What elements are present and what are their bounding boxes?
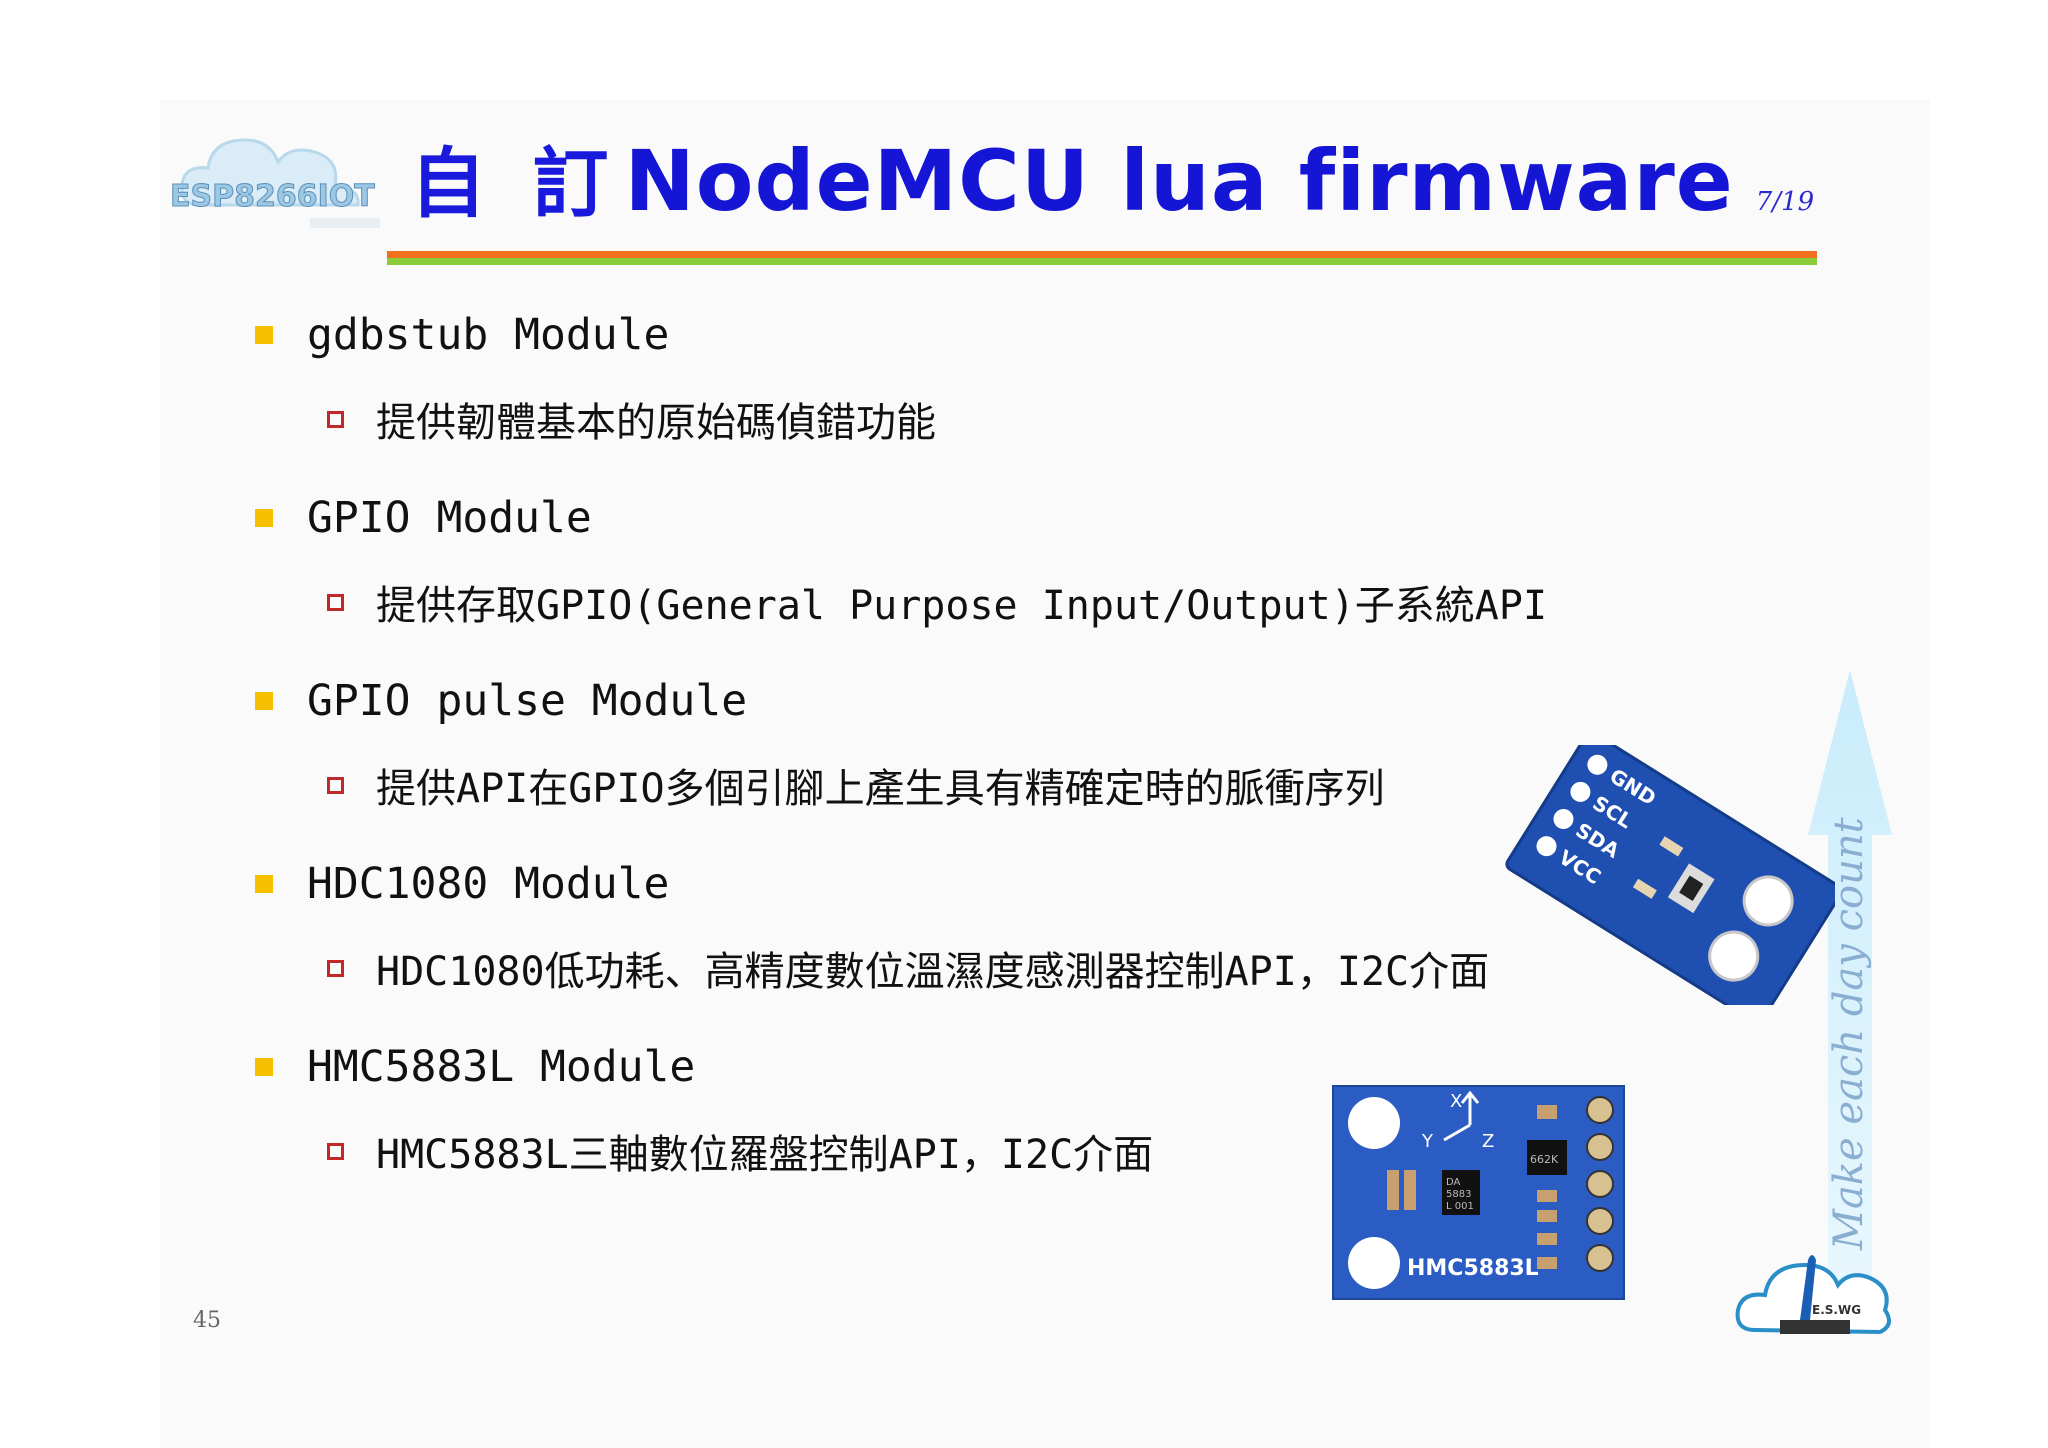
bullet-list: gdbstub Module 提供韌體基本的原始碼偵錯功能 GPIO Modul… [255, 300, 1655, 1215]
axis-y-label: Y [1421, 1131, 1434, 1152]
yellow-square-bullet-icon [255, 326, 273, 344]
axis-z-label: Z [1482, 1131, 1494, 1152]
item-description: 提供韌體基本的原始碼偵錯功能 [376, 400, 936, 446]
title-rule-orange [387, 251, 1817, 258]
logo-text: ESP8266IOT [170, 179, 375, 214]
item-description: HDC1080低功耗、高精度數位溫濕度感測器控制API，I2C介面 [376, 949, 1490, 995]
page-indicator: 7/19 [1755, 187, 1815, 217]
item-heading: GPIO pulse Module [307, 676, 748, 726]
hmc5883l-board-image: X Y Z 662K DA 5883 L 001 HMC5883L [1332, 1085, 1625, 1300]
hdc1080-board-image: GND SCL SDA VCC [1505, 745, 1835, 1005]
item-description: 提供API在GPIO多個引腳上產生具有精確定時的脈衝序列 [376, 766, 1385, 812]
board-label: HMC5883L [1407, 1256, 1539, 1281]
list-item: GPIO Module 提供存取GPIO(General Purpose Inp… [255, 483, 1655, 666]
chip-mark-5883: 5883 [1446, 1189, 1471, 1200]
list-item: GPIO pulse Module 提供API在GPIO多個引腳上產生具有精確定… [255, 666, 1655, 849]
slide-number: 45 [193, 1308, 221, 1333]
list-item: HDC1080 Module HDC1080低功耗、高精度數位溫濕度感測器控制A… [255, 849, 1655, 1032]
title-rule-green [387, 258, 1817, 265]
yellow-square-bullet-icon [255, 692, 273, 710]
esp8266iot-logo: ESP8266IOT [170, 138, 380, 228]
red-hollow-square-bullet-icon [327, 959, 344, 977]
list-item: gdbstub Module 提供韌體基本的原始碼偵錯功能 [255, 300, 1655, 483]
page-title: 自 訂 NodeMCU lua firmware 7/19 [410, 122, 1815, 230]
yellow-square-bullet-icon [255, 1058, 273, 1076]
eswg-cloud-logo: E.S.WG [1735, 1255, 1891, 1335]
yellow-square-bullet-icon [255, 509, 273, 527]
item-heading: GPIO Module [307, 493, 592, 543]
red-hollow-square-bullet-icon [327, 410, 344, 428]
item-description: 提供存取GPIO(General Purpose Input/Output)子系… [376, 583, 1548, 629]
yellow-square-bullet-icon [255, 875, 273, 893]
item-heading: HDC1080 Module [307, 859, 670, 909]
title-cjk: 自 訂 [410, 139, 619, 228]
list-item: HMC5883L Module HMC5883L三軸數位羅盤控制API，I2C介… [255, 1032, 1655, 1215]
title-main: NodeMCU lua firmware [624, 132, 1734, 230]
red-hollow-square-bullet-icon [327, 776, 344, 794]
chip-mark-l001: L 001 [1446, 1201, 1474, 1212]
red-hollow-square-bullet-icon [327, 1142, 344, 1160]
chip-mark-da: DA [1446, 1177, 1461, 1188]
chip-mark-662k: 662K [1530, 1153, 1559, 1166]
eswg-logo-text: E.S.WG [1812, 1303, 1861, 1317]
item-heading: HMC5883L Module [307, 1042, 696, 1092]
item-heading: gdbstub Module [307, 310, 670, 360]
red-hollow-square-bullet-icon [327, 593, 344, 611]
item-description: HMC5883L三軸數位羅盤控制API，I2C介面 [376, 1132, 1154, 1178]
axis-x-label: X [1450, 1091, 1462, 1112]
